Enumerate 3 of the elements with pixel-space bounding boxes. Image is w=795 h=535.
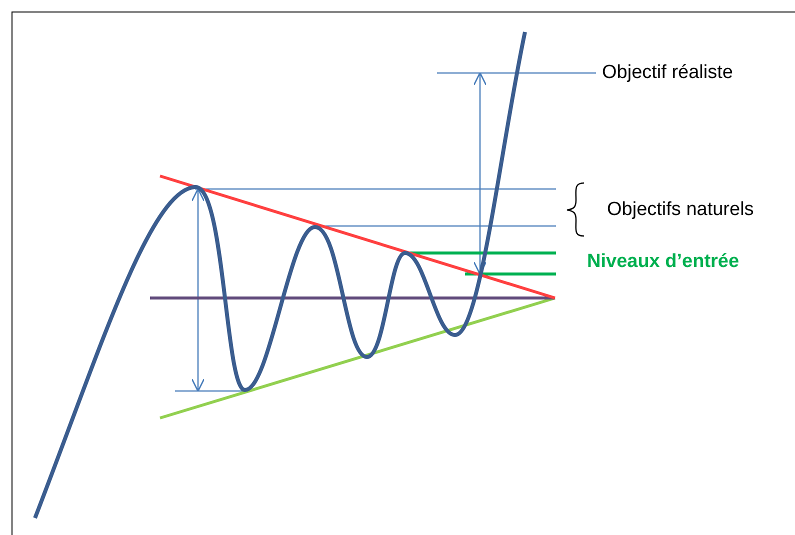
entry-label: Niveaux d’entrée [587, 251, 740, 273]
target-label: Objectif réaliste [602, 62, 733, 84]
target-label: Objectifs naturels [607, 199, 754, 221]
